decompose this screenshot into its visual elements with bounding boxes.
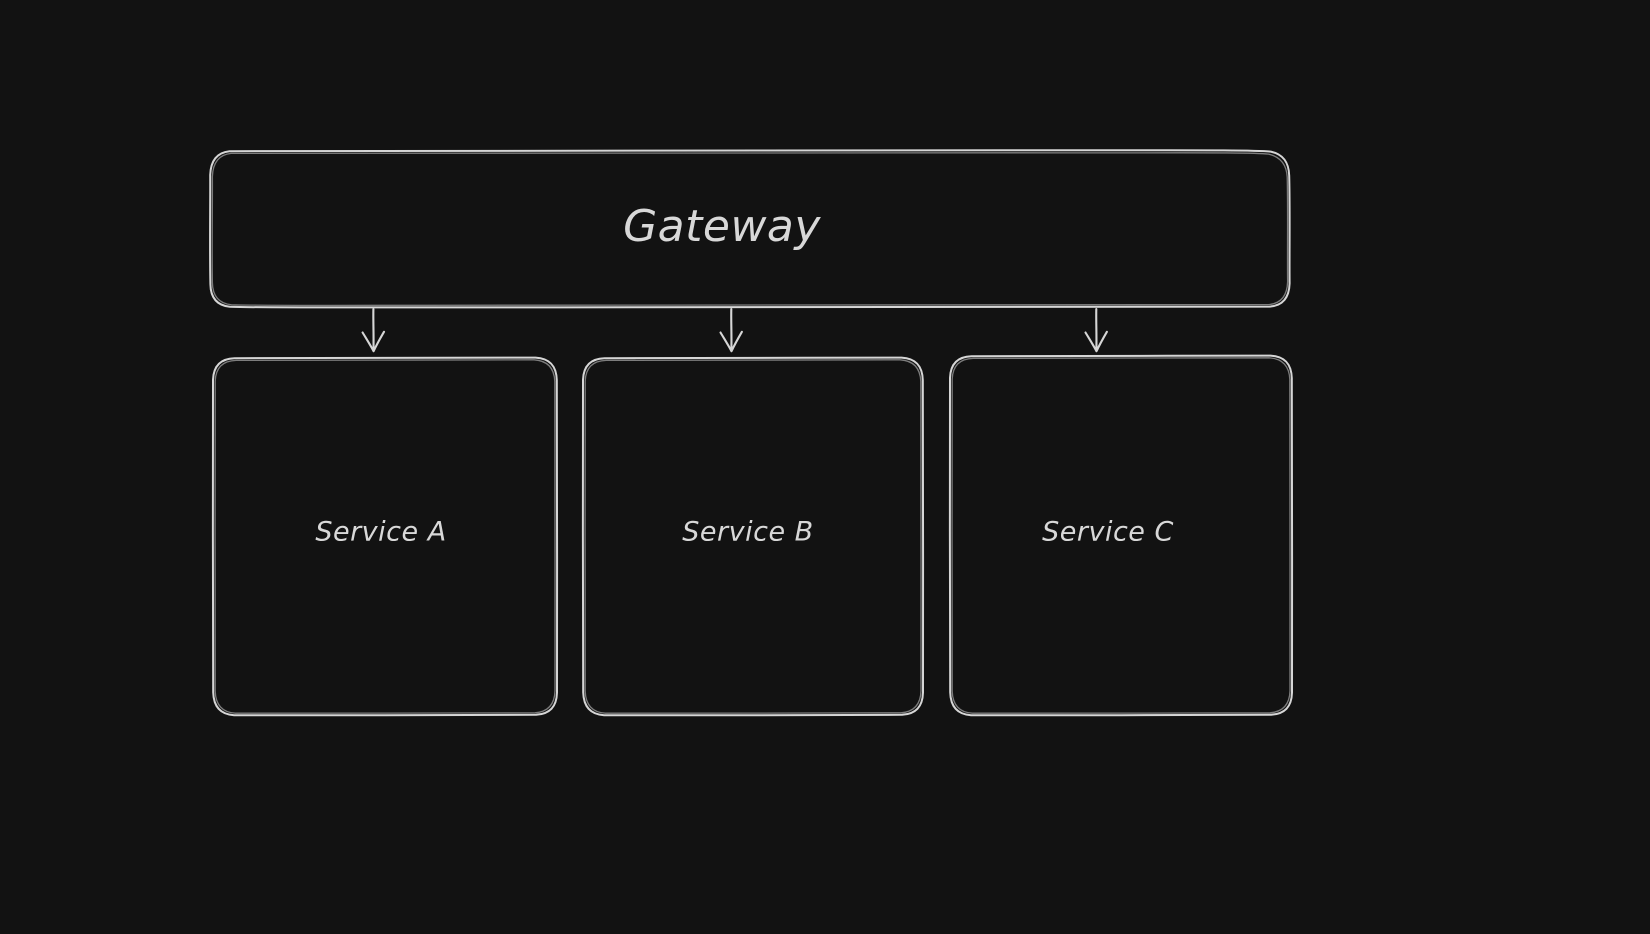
service-b-box-outline-pass1 <box>581 356 925 717</box>
arrow-head-c <box>1084 330 1108 353</box>
service-c-box-outline-pass2 <box>951 357 1291 714</box>
service-c-label: Service C <box>1042 517 1174 548</box>
service-a-box-outline-pass1 <box>211 356 559 717</box>
gateway-label: Gateway <box>623 201 821 252</box>
connector-gateway-to-service-a <box>361 307 386 353</box>
service-a-box-outline-pass2 <box>214 359 556 714</box>
connector-gateway-to-service-c <box>1084 307 1108 353</box>
service-b-box-outline-pass2 <box>584 359 922 714</box>
gateway-node[interactable]: Gateway <box>209 149 1291 309</box>
arrow-head-a <box>361 330 386 353</box>
gateway-box-fill <box>210 150 1290 308</box>
service-c-node[interactable]: Service C <box>948 354 1294 717</box>
service-a-node[interactable]: Service A <box>211 356 559 717</box>
arrow-head-b <box>719 330 743 353</box>
service-b-box-fill <box>583 357 923 715</box>
service-a-label: Service A <box>315 517 446 548</box>
gateway-box-outline-pass1 <box>209 149 1291 309</box>
service-c-box-outline-pass1 <box>948 354 1294 717</box>
service-a-box-fill <box>213 357 557 715</box>
connector-gateway-to-service-b <box>719 307 743 353</box>
service-b-label: Service B <box>682 517 813 548</box>
service-c-box-fill <box>950 355 1292 715</box>
service-b-node[interactable]: Service B <box>581 356 925 717</box>
gateway-box-outline-pass2 <box>211 152 1289 307</box>
